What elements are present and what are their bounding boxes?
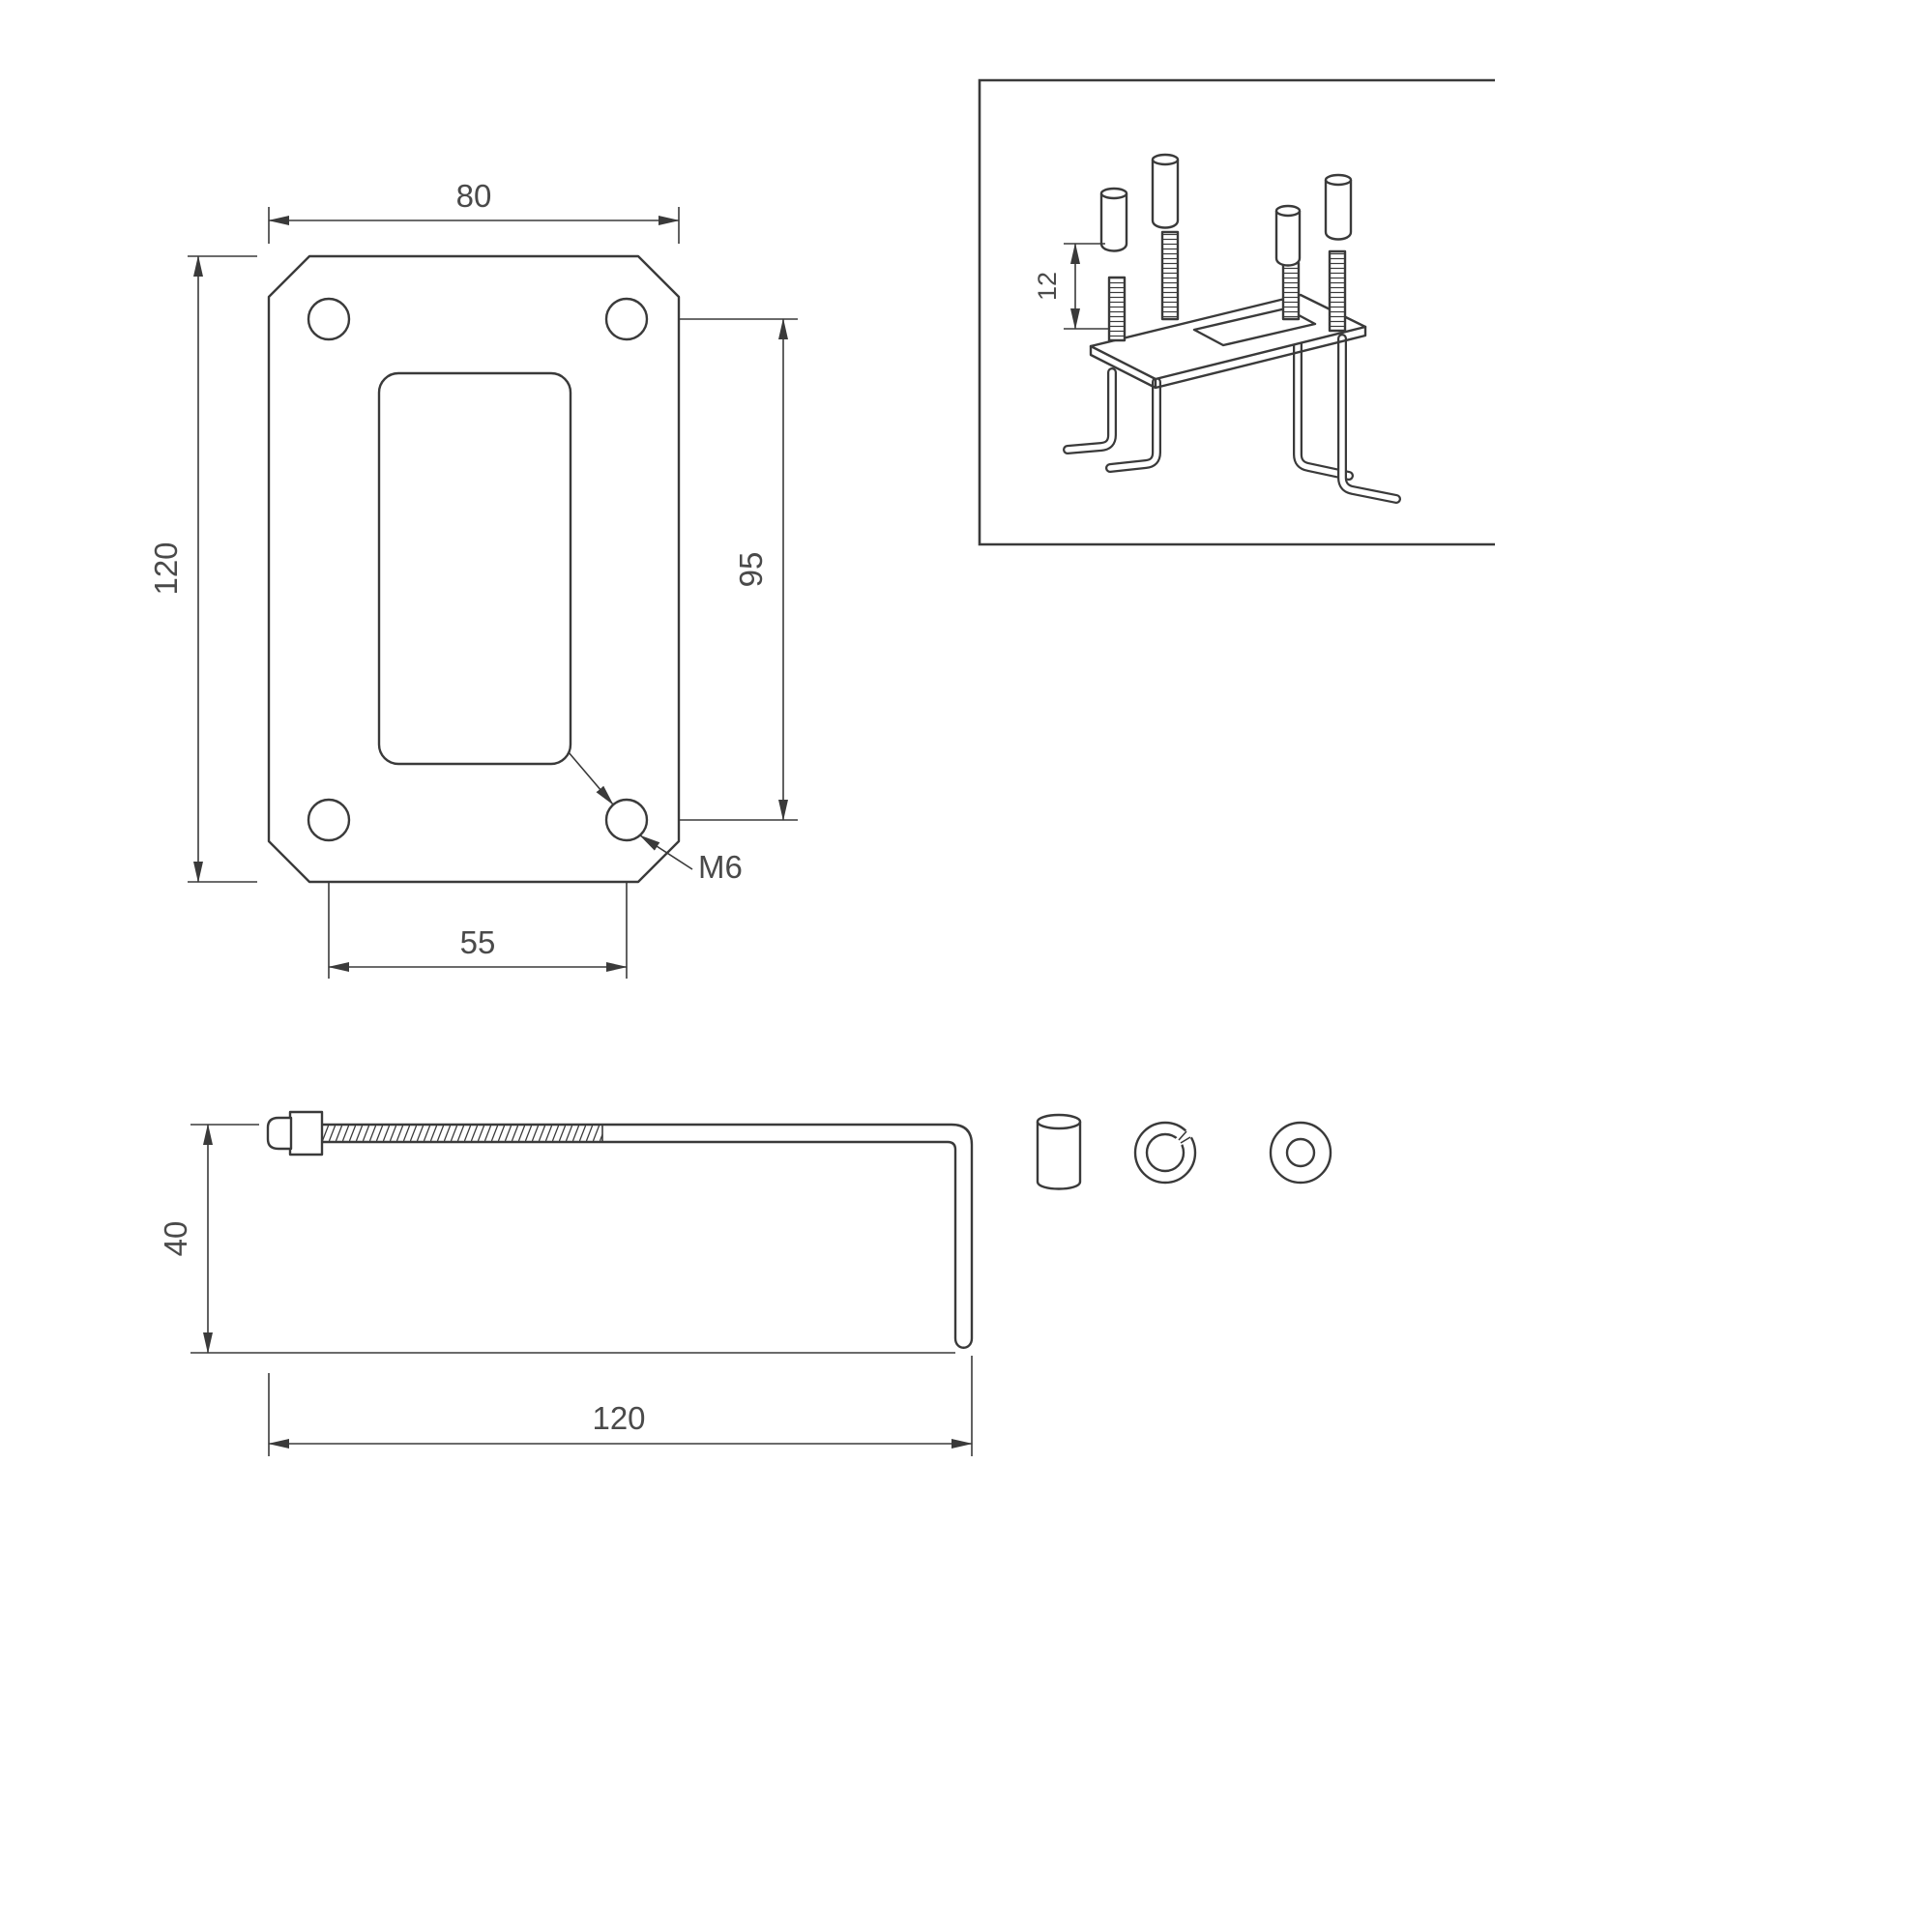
spring-washer-icon: [1133, 1121, 1197, 1185]
dim-bolt-height: 40: [158, 1124, 955, 1354]
bolt-nut: [288, 1110, 324, 1156]
iso-spacers: [1099, 153, 1353, 267]
dim-bolt-length: 120: [268, 1356, 973, 1456]
mounting-hole-top-right: [604, 297, 649, 341]
spacer-cylinder-icon: [1151, 153, 1180, 229]
threaded-stud-icon: [1107, 276, 1127, 342]
iso-plate-thickness: [1089, 325, 1367, 390]
washer-split-edge: [1178, 1130, 1187, 1141]
dim-plate-width: 80: [268, 178, 680, 244]
flat-washer-icon: [1269, 1121, 1332, 1185]
mounting-hole-bottom-left: [307, 798, 351, 842]
leader-line: [568, 751, 614, 805]
iso-studs: [1107, 230, 1347, 342]
dim-hole-span-vertical: 95: [733, 318, 788, 821]
threaded-stud-icon: [1160, 230, 1180, 321]
washer-split-edge: [1180, 1136, 1191, 1144]
anchor-rod-fill: [1065, 369, 1115, 453]
spacer-cylinder-icon: [1274, 204, 1302, 267]
dim-label-height: 120: [148, 542, 184, 595]
dim-stud-offset: 12: [1033, 243, 1109, 330]
anchor-rod-icon: [1063, 367, 1117, 454]
spacer-cylinder-icon: [1324, 173, 1353, 241]
mounting-hole-top-left: [307, 297, 351, 341]
threaded-stud-icon: [1328, 249, 1347, 333]
threaded-stud-icon: [1281, 261, 1301, 321]
dim-hole-span-horizontal: 55: [328, 924, 628, 972]
dim-label-bolt-height: 40: [158, 1221, 193, 1257]
anchor-rod-icon: [1105, 377, 1161, 473]
thread-label: M6: [698, 849, 743, 885]
dim-label-width: 80: [456, 178, 492, 214]
leader-line: [639, 834, 693, 870]
dim-label-hole-span-h: 55: [460, 924, 496, 960]
spacer-sleeve-icon: [1036, 1113, 1082, 1190]
bolt-side-view: 40 120: [158, 1110, 974, 1456]
anchor-rod-fill: [1295, 331, 1352, 479]
mounting-hole-bottom-right: [604, 798, 649, 842]
dim-label-hole-span-v: 95: [733, 552, 769, 588]
anchor-bolt-body: [319, 1123, 974, 1349]
iso-view: 12: [978, 78, 1495, 546]
inset-frame: [978, 78, 1495, 546]
plate-cutout: [377, 371, 572, 766]
anchor-rod-fill: [1107, 379, 1159, 471]
dim-label-bolt-length: 120: [592, 1400, 645, 1436]
dim-plate-height: 120: [148, 255, 257, 883]
iso-anchor-rods: [1063, 329, 1401, 504]
dim-label-offset: 12: [1033, 272, 1062, 301]
plate-outline: [267, 254, 681, 884]
hardware-parts: [1036, 1113, 1332, 1190]
spacer-cylinder-icon: [1099, 187, 1128, 252]
plan-view: 80 120 95 55 M6: [148, 178, 798, 979]
anchor-rod-fill: [1339, 336, 1399, 502]
thread-hatch: [322, 1125, 602, 1142]
washer-split-gap: [1173, 1127, 1196, 1148]
bolt-tip: [266, 1116, 293, 1151]
thread-callout: M6: [568, 751, 743, 885]
